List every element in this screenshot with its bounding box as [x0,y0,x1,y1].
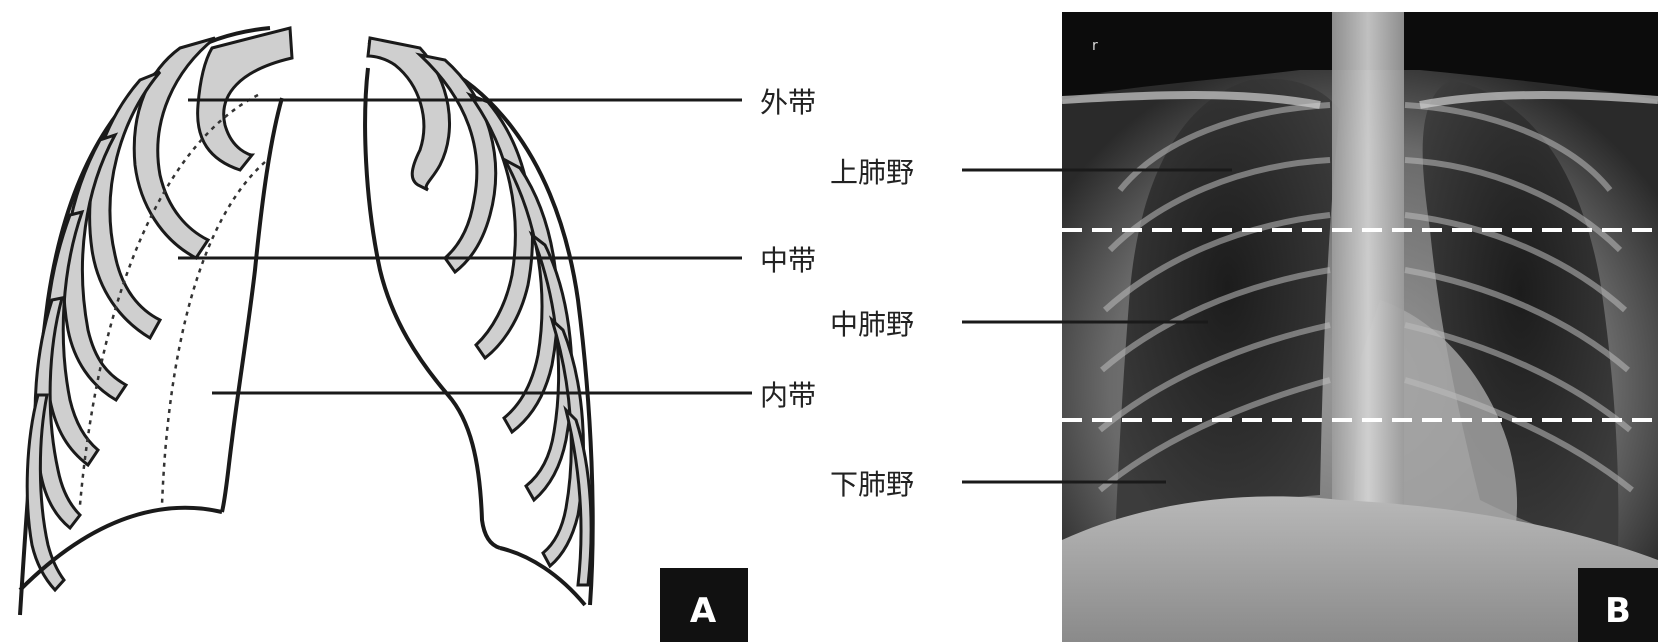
label-middle-field: 中肺野 [830,308,914,341]
panel-a-diagram: 外带 中带 内带 A [20,28,816,642]
label-lower-field: 下肺野 [830,468,914,501]
badge-b-label: B [1605,591,1631,631]
badge-a-label: A [690,591,717,631]
panel-b-xray: r 上肺野 中肺野 下肺野 B [830,12,1658,642]
label-middle-zone: 中带 [760,244,816,277]
right-diaphragm [500,548,585,605]
left-ribs [27,28,292,590]
label-inner-zone: 内带 [760,379,816,412]
xray-corner-mark: r [1092,38,1098,54]
label-upper-field: 上肺野 [830,156,914,189]
label-outer-zone: 外带 [760,86,816,119]
